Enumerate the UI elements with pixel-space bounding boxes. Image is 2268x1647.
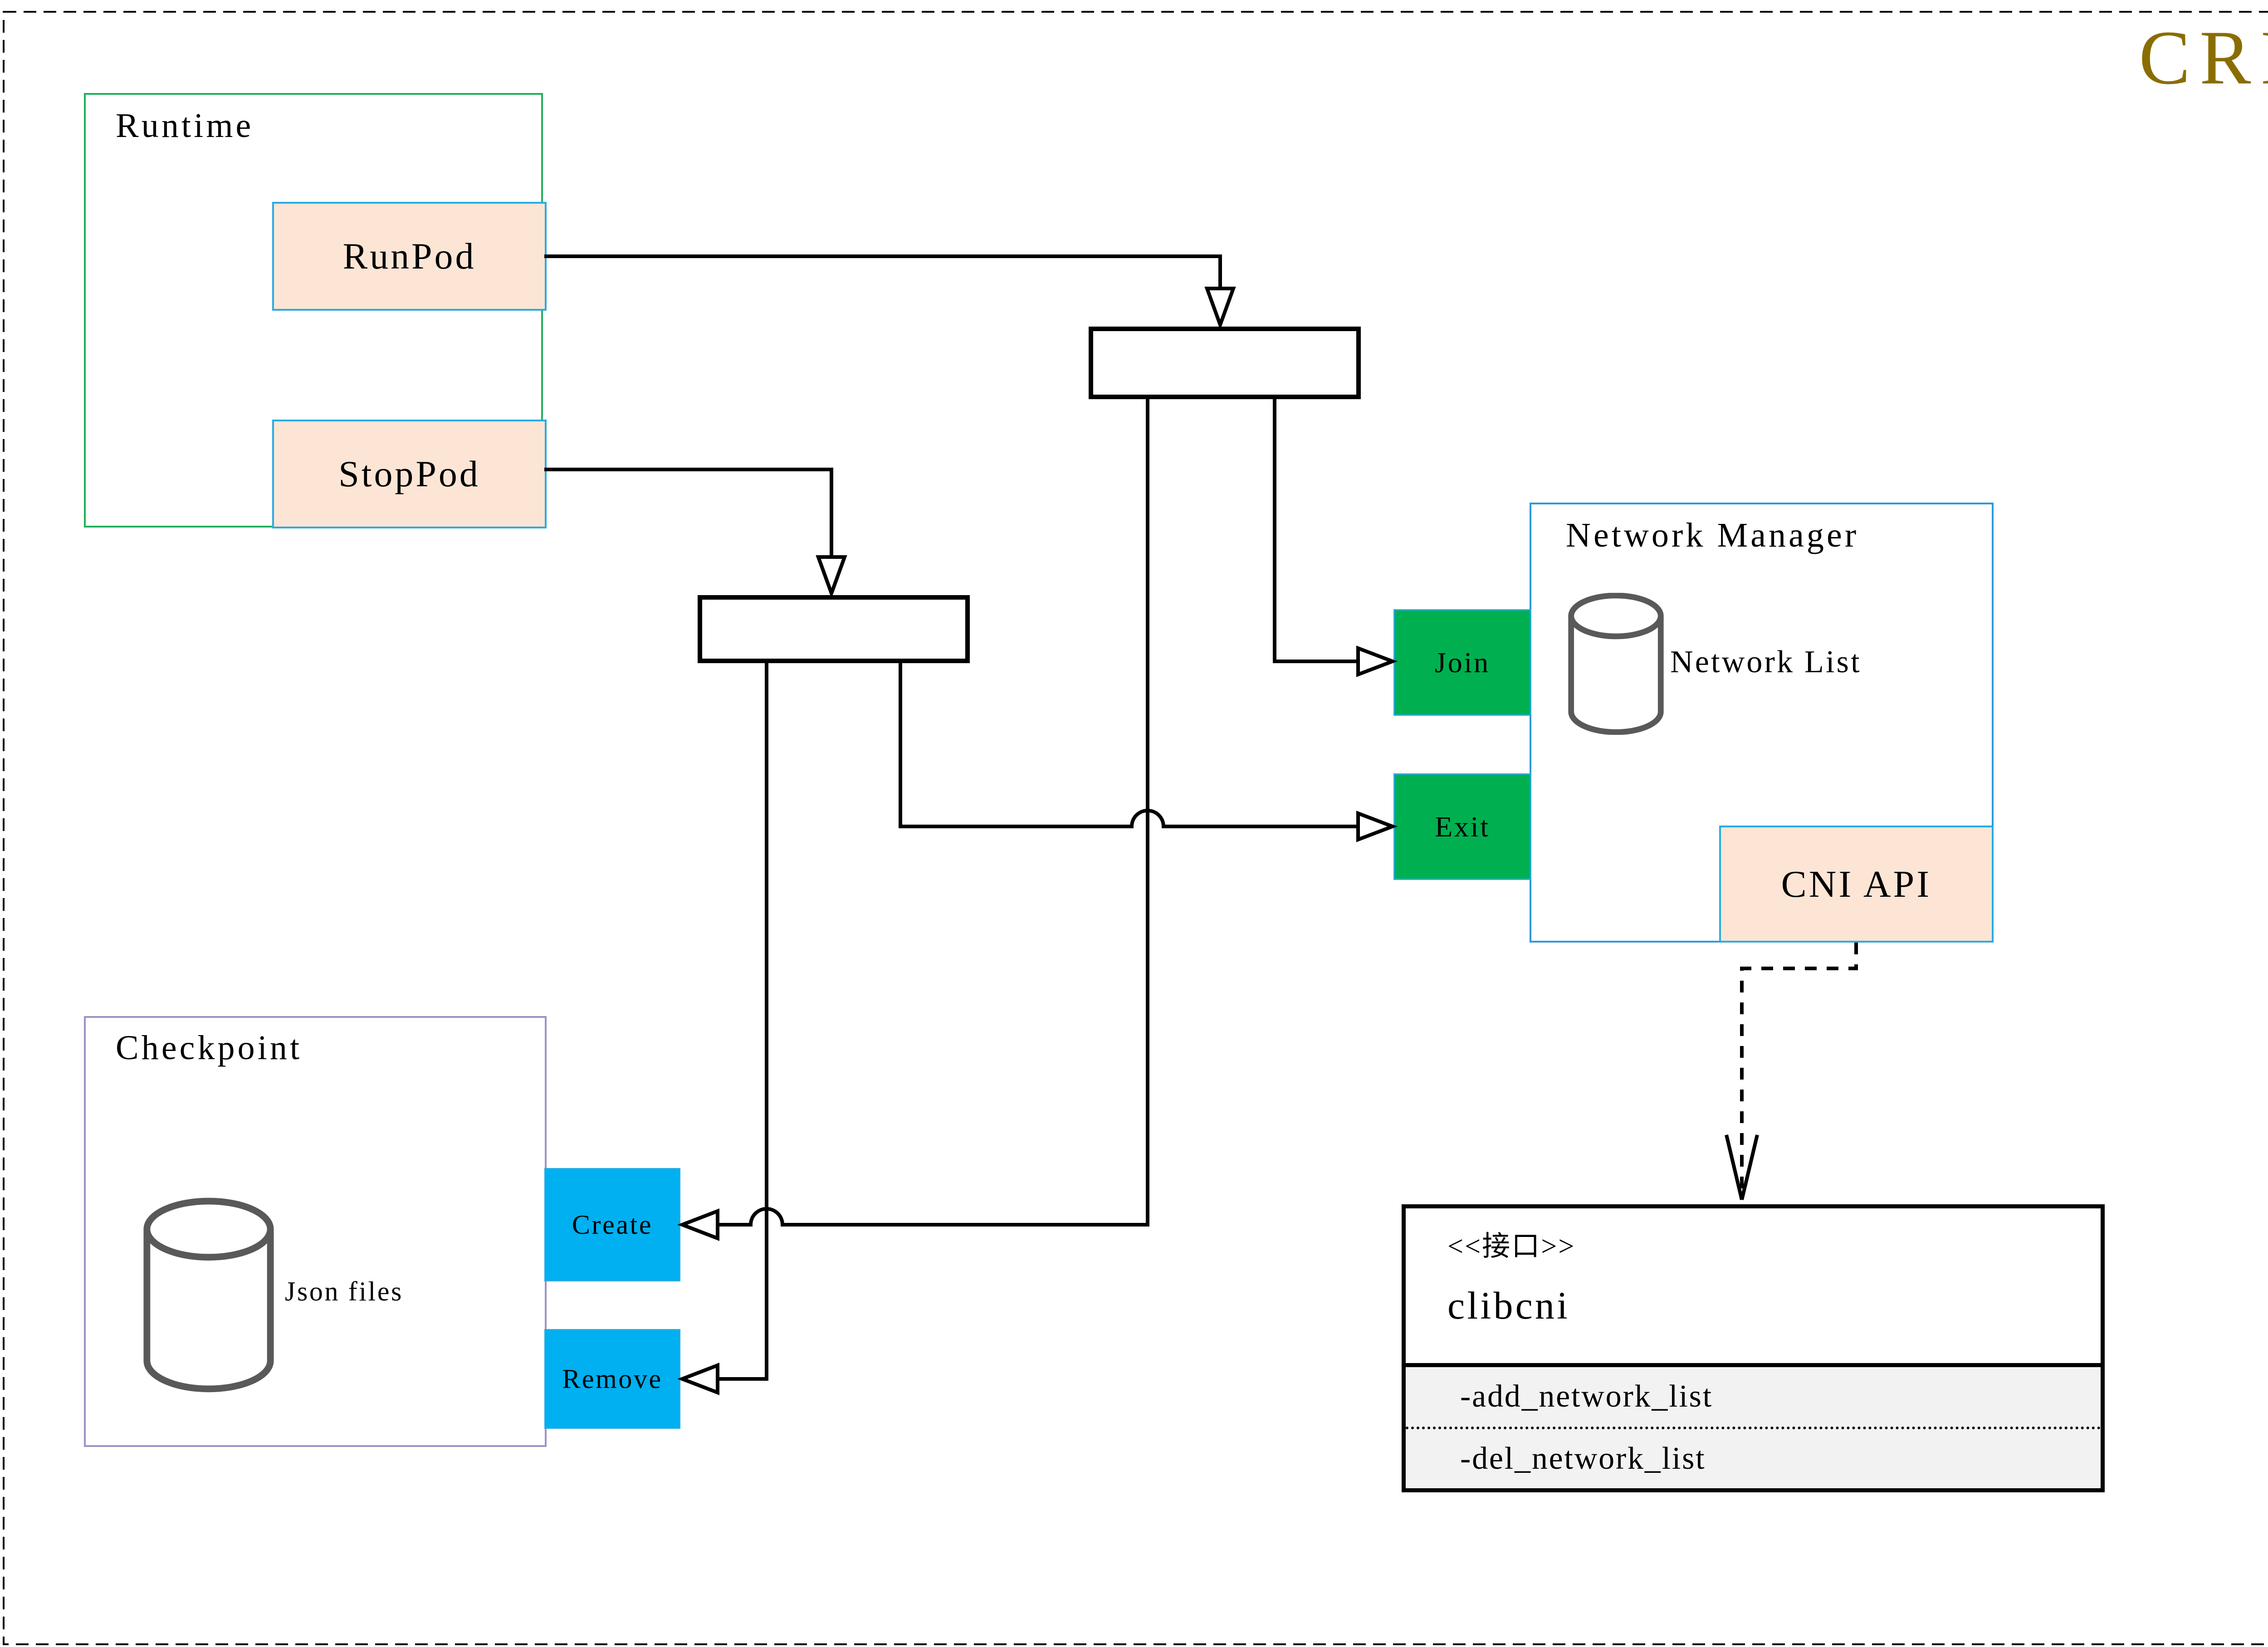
connector-junction-to-exit [899, 661, 1359, 828]
arrowhead-join [1356, 645, 1398, 677]
arrowhead-clibcni-open [1725, 1134, 1759, 1200]
interface-methods-section: -add_network_list -del_network_list [1406, 1363, 2101, 1488]
arrowhead-remove [677, 1363, 719, 1395]
interface-stereotype: <<接口>> [1447, 1231, 1576, 1262]
stop-junction-bar [698, 595, 970, 663]
interface-class-box: <<接口>> clibcni -add_network_list -del_ne… [1402, 1204, 2105, 1492]
interface-header: <<接口>> clibcni [1406, 1208, 2101, 1363]
connector-runpod-to-junction [544, 254, 1222, 289]
arrowhead-run-junction [1204, 287, 1236, 330]
network-list-label: Network List [1670, 645, 1862, 679]
arrowhead-stop-junction [816, 555, 847, 599]
interface-name: clibcni [1447, 1284, 1570, 1327]
run-junction-bar [1089, 327, 1361, 399]
json-files-label: Json files [285, 1276, 403, 1306]
json-files-database-icon [143, 1197, 274, 1393]
connector-junction-to-create [718, 397, 1149, 1227]
checkpoint-label: Checkpoint [116, 1029, 303, 1067]
runpod-node: RunPod [272, 202, 547, 311]
network-list-database-icon [1568, 593, 1664, 735]
runtime-label: Runtime [116, 107, 254, 145]
arrowhead-create [677, 1208, 719, 1241]
cni-api-node: CNI API [1719, 826, 1994, 943]
arrowhead-exit [1356, 811, 1398, 842]
connector-junction-to-join [1273, 397, 1359, 663]
join-node: Join [1393, 609, 1531, 716]
interface-method-add: -add_network_list [1406, 1367, 2101, 1429]
remove-node: Remove [544, 1329, 680, 1429]
create-node: Create [544, 1168, 680, 1281]
network-manager-label: Network Manager [1566, 516, 1859, 554]
page-title: CRI [2139, 15, 2268, 100]
exit-node: Exit [1393, 773, 1531, 880]
stoppod-node: StopPod [272, 420, 547, 528]
interface-method-del: -del_network_list [1460, 1441, 1706, 1476]
connector-stoppod-to-junction [544, 468, 833, 558]
connector-junction-to-remove [718, 661, 768, 1381]
connector-cniapi-to-clibcni [1740, 943, 1858, 1197]
